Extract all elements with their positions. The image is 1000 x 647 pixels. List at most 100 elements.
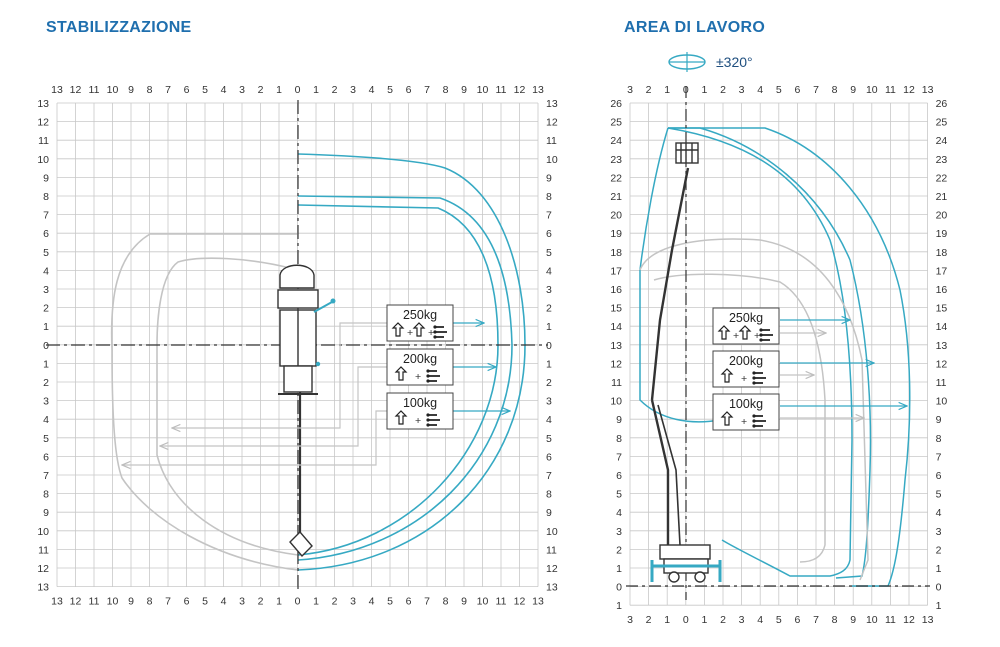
y-tick-label-right: 13 — [546, 582, 558, 594]
x-tick-label-top: 2 — [646, 84, 652, 96]
y-tick-label-left: 6 — [43, 451, 49, 463]
y-tick-label-right: 10 — [546, 526, 558, 538]
x-tick-label-bottom: 1 — [664, 614, 670, 626]
x-tick-label-bottom: 1 — [276, 596, 282, 608]
y-tick-label-right: 12 — [936, 358, 948, 370]
y-tick-label-left: 23 — [610, 154, 622, 166]
x-tick-label-bottom: 3 — [239, 596, 245, 608]
x-tick-label-bottom: 7 — [813, 614, 819, 626]
y-tick-label-left: 10 — [37, 154, 49, 166]
work-area-load-callouts — [780, 320, 907, 418]
x-tick-label-bottom: 8 — [443, 596, 449, 608]
y-tick-label-left: 5 — [43, 433, 49, 445]
x-tick-label-bottom: 0 — [295, 596, 301, 608]
y-tick-label-left: 26 — [610, 98, 622, 110]
x-tick-label-bottom: 8 — [832, 614, 838, 626]
y-tick-label-left: 10 — [610, 396, 622, 408]
load-label: 100kg — [729, 397, 763, 411]
y-tick-label-right: 15 — [936, 303, 948, 315]
y-tick-label-right: 7 — [936, 451, 942, 463]
x-tick-label-bottom: 11 — [885, 614, 896, 626]
x-tick-label-top: 7 — [813, 84, 819, 96]
y-tick-label-right: 13 — [546, 98, 558, 110]
x-tick-label-bottom: 7 — [424, 596, 430, 608]
x-tick-label-bottom: 2 — [646, 614, 652, 626]
x-tick-label-bottom: 13 — [922, 614, 934, 626]
plus-sign: + — [741, 416, 747, 428]
x-tick-label-bottom: 2 — [720, 614, 726, 626]
y-tick-label-left: 3 — [43, 284, 49, 296]
y-tick-label-right: 10 — [546, 154, 558, 166]
stabilization-load-boxes: 250kg++200kg+100kg+ — [386, 304, 454, 430]
y-tick-label-right: 9 — [546, 507, 552, 519]
x-tick-label-bottom: 12 — [70, 596, 82, 608]
y-tick-label-right: 9 — [936, 414, 942, 426]
y-tick-label-left: 0 — [616, 582, 622, 594]
x-tick-label-bottom: 6 — [794, 614, 800, 626]
work-area-axes — [626, 86, 930, 600]
y-tick-label-left: 13 — [610, 340, 622, 352]
y-tick-label-right: 8 — [936, 433, 942, 445]
stabilization-tick-labels: 1313121211111010998877665544332211001122… — [37, 84, 558, 608]
y-tick-label-right: 24 — [936, 135, 948, 147]
y-tick-label-right: 12 — [546, 563, 558, 575]
y-tick-label-right: 6 — [936, 470, 942, 482]
x-tick-label-top: 9 — [461, 84, 467, 96]
y-tick-label-left: 11 — [38, 544, 49, 556]
y-tick-label-right: 6 — [546, 228, 552, 240]
y-tick-label-left: 4 — [43, 265, 49, 277]
x-tick-label-top: 9 — [850, 84, 856, 96]
stabilization-title: STABILIZZAZIONE — [46, 19, 192, 36]
plus-sign: + — [407, 327, 413, 339]
y-tick-label-left: 7 — [43, 210, 49, 222]
y-tick-label-right: 14 — [936, 321, 948, 333]
y-tick-label-left: 12 — [37, 117, 49, 129]
load-box: 250kg++ — [386, 304, 454, 342]
x-tick-label-top: 13 — [532, 84, 544, 96]
y-tick-label-right: 1 — [936, 600, 942, 612]
y-tick-label-left: 14 — [610, 321, 622, 333]
x-tick-label-top: 8 — [443, 84, 449, 96]
x-tick-label-bottom: 10 — [866, 614, 878, 626]
y-tick-label-right: 3 — [546, 284, 552, 296]
x-tick-label-top: 6 — [794, 84, 800, 96]
y-tick-label-right: 3 — [936, 526, 942, 538]
x-tick-label-bottom: 9 — [850, 614, 856, 626]
y-tick-label-right: 21 — [936, 191, 948, 203]
y-tick-label-left: 7 — [43, 470, 49, 482]
load-label: 200kg — [403, 352, 437, 366]
y-tick-label-left: 9 — [616, 414, 622, 426]
work-area-title: AREA DI LAVORO — [624, 19, 766, 36]
x-tick-label-top: 4 — [221, 84, 227, 96]
y-tick-label-left: 8 — [616, 433, 622, 445]
x-tick-label-bottom: 5 — [202, 596, 208, 608]
y-tick-label-right: 11 — [546, 544, 557, 556]
y-tick-label-left: 21 — [610, 191, 622, 203]
y-tick-label-left: 6 — [616, 470, 622, 482]
x-tick-label-top: 4 — [757, 84, 763, 96]
x-tick-label-bottom: 9 — [128, 596, 134, 608]
stabilization-load-callouts — [122, 323, 510, 465]
x-tick-label-bottom: 12 — [514, 596, 526, 608]
x-tick-label-top: 1 — [701, 84, 707, 96]
x-tick-label-top: 5 — [387, 84, 393, 96]
y-tick-label-right: 22 — [936, 172, 948, 184]
x-tick-label-top: 13 — [922, 84, 934, 96]
x-tick-label-top: 5 — [776, 84, 782, 96]
y-tick-label-left: 8 — [43, 489, 49, 501]
y-tick-label-right: 3 — [546, 396, 552, 408]
y-tick-label-right: 9 — [546, 172, 552, 184]
y-tick-label-left: 20 — [610, 210, 622, 222]
y-tick-label-left: 1 — [616, 600, 622, 612]
envelope-200kg-right — [297, 195, 513, 561]
x-tick-label-top: 8 — [832, 84, 838, 96]
x-tick-label-top: 12 — [514, 84, 526, 96]
x-tick-label-bottom: 10 — [477, 596, 489, 608]
x-tick-label-top: 4 — [369, 84, 375, 96]
y-tick-label-left: 13 — [37, 582, 49, 594]
rotation-label: ±320° — [716, 54, 753, 70]
load-label: 200kg — [729, 354, 763, 368]
y-tick-label-right: 5 — [546, 433, 552, 445]
y-tick-label-right: 2 — [546, 377, 552, 389]
x-tick-label-top: 7 — [424, 84, 430, 96]
